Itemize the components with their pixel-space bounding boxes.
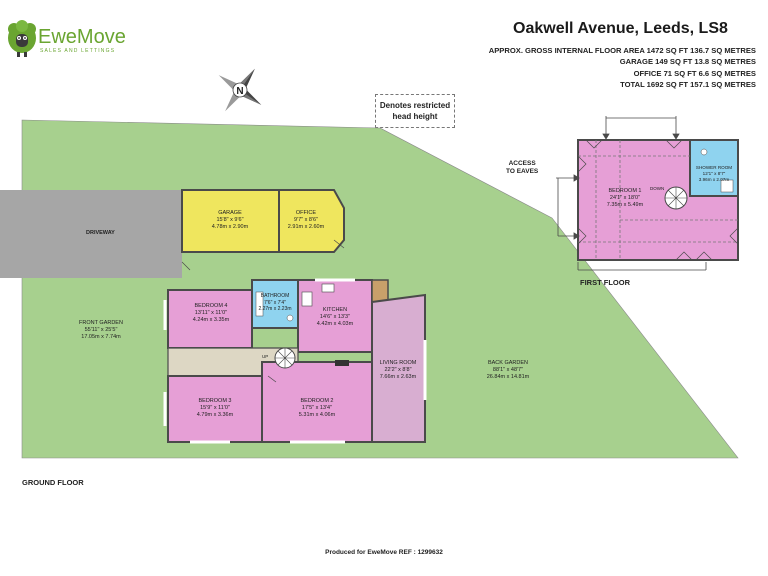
bedroom-3-name: BEDROOM 3 <box>198 398 232 404</box>
windows <box>163 278 427 444</box>
bedroom-1-metric: 7.35m x 5.49m <box>606 202 644 208</box>
bedroom-1-name: BEDROOM 1 <box>608 188 642 194</box>
brand-name: EweMove <box>38 26 126 48</box>
garage-room <box>181 189 280 253</box>
back-garden-name: BACK GARDEN <box>487 360 529 366</box>
bedroom-2-imperial: 17'5" x 13'4" <box>301 405 333 411</box>
area-line-total: TOTAL 1692 SQ FT 157.1 SQ METRES <box>620 80 756 90</box>
office-imperial: 9'7" x 8'6" <box>293 217 319 223</box>
access-line-1: ACCESS <box>508 160 536 167</box>
ground-floor-title: GROUND FLOOR <box>22 478 84 487</box>
compass-rose-icon: N <box>218 68 262 112</box>
restricted-head-height-legend: Denotes restricted head height <box>375 94 455 128</box>
bathroom-imperial: 7'6" x 7'4" <box>264 299 286 306</box>
bedroom-2-name: BEDROOM 2 <box>300 398 334 404</box>
legend-line-1: Denotes restricted <box>379 101 451 110</box>
first-floor-plan <box>556 116 739 271</box>
door-swings <box>181 239 345 383</box>
restricted-head-height-lines <box>578 140 738 260</box>
floor-area-summary: APPROX. GROSS INTERNAL FLOOR AREA 1472 S… <box>489 45 756 91</box>
property-address: Oakwell Avenue, Leeds, LS8 <box>513 20 728 37</box>
brand-tagline: SALES AND LETTINGS <box>40 48 116 54</box>
front-garden-name: FRONT GARDEN <box>79 320 123 326</box>
bedroom-4-metric: 4.24m x 3.35m <box>192 317 230 323</box>
area-line-garage: GARAGE 149 SQ FT 13.8 SQ METRES <box>619 57 756 67</box>
store-room <box>371 279 389 303</box>
garage-label: GARAGE 15'8" x 9'6" 4.78m x 2.90m <box>195 210 265 231</box>
office-name: OFFICE <box>295 210 317 216</box>
bedroom-4-name: BEDROOM 4 <box>194 303 228 309</box>
shower-room-metric: 3.96m x 2.07m <box>698 177 730 182</box>
garage-imperial: 15'8" x 9'6" <box>216 217 244 223</box>
living-room-label: LIVING ROOM 22'2" x 8'8" 7.66m x 2.63m <box>374 360 422 381</box>
skylights <box>577 139 739 261</box>
shower-room-name: SHOWER ROOM <box>695 165 733 170</box>
bedroom-2-metric: 5.31m x 4.06m <box>298 412 336 418</box>
shower-room-imperial: 12'1" x 8'7" <box>702 171 726 176</box>
stair-down-label: DOWN <box>650 186 665 191</box>
logo <box>6 18 38 58</box>
compass: N <box>212 62 268 118</box>
bedroom-4-label: BEDROOM 4 13'11" x 11'0" 4.24m x 3.35m <box>180 303 242 324</box>
access-to-eaves-label: ACCESS TO EAVES <box>506 160 538 176</box>
bathroom-metric: 2.27m x 2.23m <box>258 306 292 312</box>
office-room <box>278 189 345 253</box>
living-room-metric: 7.66m x 2.63m <box>379 374 417 380</box>
first-floor-title: FIRST FLOOR <box>580 278 630 287</box>
office-metric: 2.91m x 2.60m <box>287 224 325 230</box>
driveway-label: DRIVEWAY <box>86 230 115 236</box>
bedroom-3-metric: 4.79m x 3.36m <box>196 412 234 418</box>
kitchen-metric: 4.42m x 4.03m <box>316 321 354 327</box>
garage-name: GARAGE <box>218 210 242 216</box>
access-line-2: TO EAVES <box>506 168 539 175</box>
bedroom-2-label: BEDROOM 2 17'5" x 13'4" 5.31m x 4.06m <box>282 398 352 419</box>
kitchen-label: KITCHEN 14'6" x 13'3" 4.42m x 4.03m <box>305 307 365 328</box>
kitchen-imperial: 14'6" x 13'3" <box>319 314 351 320</box>
area-line-office: OFFICE 71 SQ FT 6.6 SQ METRES <box>633 68 756 78</box>
back-garden-imperial: 88'1" x 48'7" <box>492 367 524 373</box>
stair-up-label: UP <box>262 354 269 359</box>
footer-reference: Produced for EweMove REF : 1299632 <box>325 549 443 556</box>
bedroom-3-label: BEDROOM 3 15'9" x 11'0" 4.79m x 3.36m <box>182 398 248 419</box>
bathroom-label: BATHROOM 7'6" x 7'4" 2.27m x 2.23m <box>252 293 298 313</box>
front-garden-label: FRONT GARDEN 55'11" x 25'5" 17.05m x 7.7… <box>66 320 136 341</box>
living-room-imperial: 22'2" x 8'8" <box>384 367 412 373</box>
compass-north-letter: N <box>236 86 243 97</box>
bedroom-4-imperial: 13'11" x 11'0" <box>194 310 228 316</box>
kitchen-name: KITCHEN <box>322 307 348 313</box>
front-garden-imperial: 55'11" x 25'5" <box>84 327 118 333</box>
office-label: OFFICE 9'7" x 8'6" 2.91m x 2.60m <box>281 210 331 231</box>
front-garden-metric: 17.05m x 7.74m <box>81 334 121 340</box>
living-room-name: LIVING ROOM <box>379 360 417 366</box>
eaves-access-arrows <box>556 116 707 271</box>
sheep-logo-icon <box>8 20 36 57</box>
bathroom-name: BATHROOM <box>260 293 290 299</box>
legend-line-2: head height <box>392 112 438 121</box>
back-garden-label: BACK GARDEN 88'1" x 48'7" 26.84m x 14.81… <box>473 360 543 381</box>
bedroom-3-imperial: 15'9" x 11'0" <box>200 405 230 411</box>
garage-metric: 4.78m x 2.90m <box>211 224 249 230</box>
shower-room-label: SHOWER ROOM 12'1" x 8'7" 3.96m x 2.07m <box>690 165 738 183</box>
bedroom-1-label: BEDROOM 1 24'1" x 18'0" 7.35m x 5.49m <box>590 188 660 209</box>
area-line-gross: APPROX. GROSS INTERNAL FLOOR AREA 1472 S… <box>488 46 756 55</box>
driveway-area <box>0 190 182 278</box>
bedroom-1-imperial: 24'1" x 18'0" <box>609 195 641 201</box>
back-garden-metric: 26.84m x 14.81m <box>486 374 530 380</box>
